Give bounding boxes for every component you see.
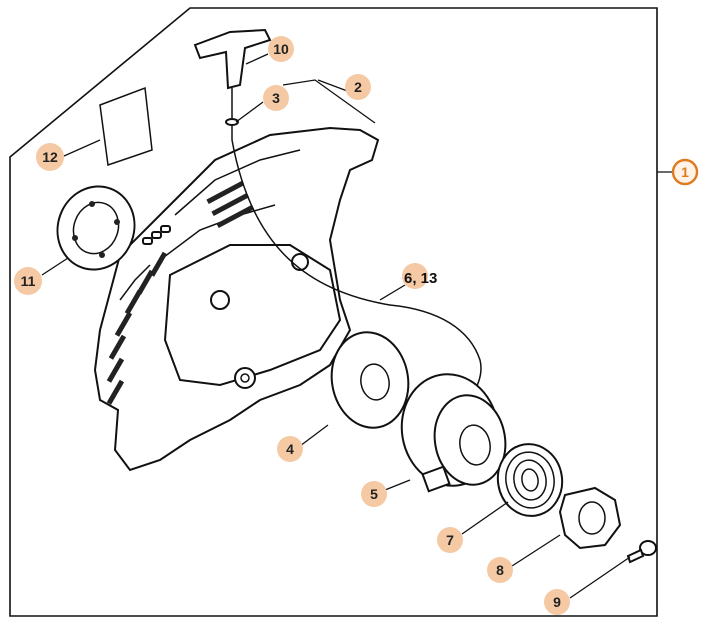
pawl-carrier-drawing <box>558 486 622 550</box>
leader-lines <box>41 53 675 599</box>
assembly-frame <box>9 7 658 617</box>
callout-label: 12 <box>42 149 58 165</box>
callout-10: 10 <box>268 36 294 62</box>
starter-housing-drawing <box>93 126 380 472</box>
callout-11: 11 <box>14 267 42 295</box>
callout-3: 3 <box>263 85 289 111</box>
callout-5: 5 <box>361 481 387 507</box>
callout-9: 9 <box>544 589 570 615</box>
callout-8: 8 <box>487 557 513 583</box>
callout-label: 8 <box>496 562 504 578</box>
cover-plate-drawing <box>56 185 136 271</box>
plate-part-drawing <box>330 331 410 429</box>
assembly-callout-1: 1 <box>671 158 699 186</box>
callout-4: 4 <box>277 436 303 462</box>
callout-2: 2 <box>345 74 371 100</box>
callout-label: 10 <box>273 41 289 57</box>
callout-label: 11 <box>21 273 36 289</box>
spring-drawing <box>496 443 564 517</box>
callout-label: 4 <box>286 441 294 457</box>
callout-label: 6, 13 <box>404 270 437 287</box>
callout-label: 3 <box>272 90 280 106</box>
callout-label: 7 <box>446 532 454 548</box>
callout-label: 2 <box>354 79 362 95</box>
callout-7: 7 <box>437 527 463 553</box>
assembly-label: 1 <box>681 164 689 180</box>
callout-12: 12 <box>36 143 64 171</box>
callout-label: 9 <box>553 594 561 610</box>
callout-6-13: 6, 13 <box>402 263 437 289</box>
callout-label: 5 <box>370 486 378 502</box>
screw-drawing <box>626 540 657 564</box>
label-plate-drawing <box>99 86 153 167</box>
starter-rope-drawing <box>231 139 482 411</box>
rope-rotor-drawing <box>400 373 507 493</box>
starter-grip-drawing <box>193 28 272 140</box>
